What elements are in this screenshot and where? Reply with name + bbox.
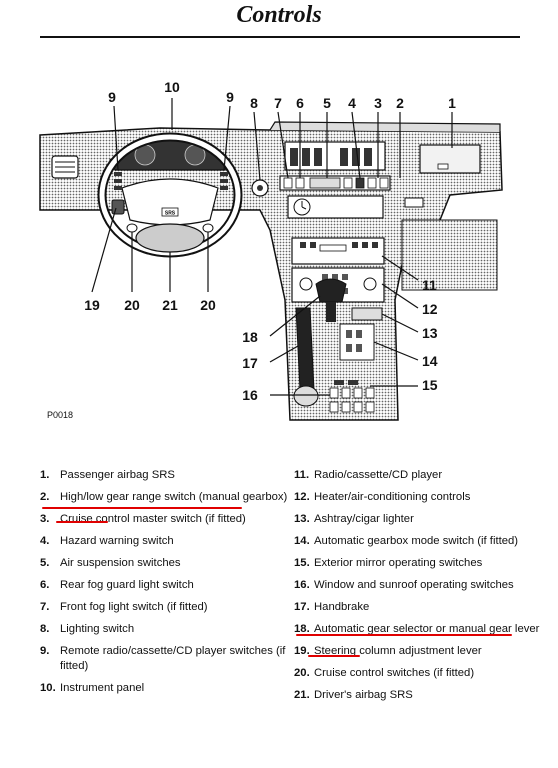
airbag-srs-badge: SRS [165,211,176,217]
callout-10: 10 [164,79,180,95]
red-underline-item-18-line1 [296,634,512,636]
callout-11: 11 [422,277,437,293]
dashboard-diagram: SRS [39,79,503,421]
callout-19: 19 [84,297,100,313]
legend-item-18: 18.Automatic gear selector or manual gea… [294,623,540,635]
cruise-switch-left [126,223,138,233]
legend-item-9: 9.Remote radio/cassette/CD player switch… [40,645,286,672]
ashtray [351,307,383,321]
callout-20-right: 20 [200,297,216,313]
callout-15: 15 [422,377,438,393]
legend-item-3: 3.Cruise control master switch (if fitte… [40,513,246,525]
title-rule [40,36,520,38]
cruise-switch-right [202,223,214,233]
wheel-remote-switches-right [220,172,228,190]
legend-item-14: 14.Automatic gearbox mode switch (if fit… [294,535,519,547]
airbag-pad [135,223,205,253]
figure-code: P0018 [47,410,74,420]
legend-item-16: 16.Window and sunroof operating switches [294,579,514,591]
legend-item-4: 4.Hazard warning switch [40,535,174,547]
legend-left-column: 1.Passenger airbag SRS 2.High/low gear r… [40,468,290,703]
callout-1: 1 [448,95,456,111]
callout-17: 17 [242,355,258,371]
callout-9-left: 9 [108,89,116,105]
callout-5: 5 [323,95,331,111]
legend-item-20: 20.Cruise control switches (if fitted) [294,667,475,679]
clock-display [287,195,384,219]
callout-2: 2 [396,95,404,111]
callout-12: 12 [422,301,438,317]
gear-range-switch [404,197,424,208]
legend-item-2: 2.High/low gear range switch (manual gea… [40,491,288,503]
callout-4: 4 [348,95,356,111]
legend-item-10: 10.Instrument panel [40,682,145,694]
mirror-switches [334,380,358,385]
legend-item-19: 19.Steering column adjustment lever [294,645,482,657]
legend-item-1: 1.Passenger airbag SRS [40,469,175,481]
callout-8: 8 [250,95,258,111]
legend-item-12: 12.Heater/air-conditioning controls [294,491,471,503]
callout-3: 3 [374,95,382,111]
legend-item-21: 21.Driver's airbag SRS [294,689,413,701]
legend-item-6: 6.Rear fog guard light switch [40,579,194,591]
legend-item-5: 5.Air suspension switches [40,557,181,569]
leader-lines [91,98,453,396]
passenger-airbag-door [419,144,481,174]
legend-item-17: 17.Handbrake [294,601,370,613]
callout-7: 7 [274,95,282,111]
callout-14: 14 [422,353,438,369]
red-underline-item-2-line1 [42,507,242,509]
legend-item-13: 13.Ashtray/cigar lighter [294,513,414,525]
callout-16: 16 [242,387,258,403]
legend-item-7: 7.Front fog light switch (if fitted) [40,601,208,613]
callout-6: 6 [296,95,304,111]
window-sunroof-switches [329,387,375,413]
steering-hub [121,178,219,226]
legend-item-11: 11.Radio/cassette/CD player [294,469,443,481]
gear-gate [339,323,375,361]
callout-13: 13 [422,325,438,341]
legend-right-column: 11.Radio/cassette/CD player 12.Heater/ai… [294,468,544,710]
wheel-remote-switches-left [114,172,122,190]
callout-20-left: 20 [124,297,140,313]
legend-item-8: 8.Lighting switch [40,623,135,635]
switch-row [283,177,389,189]
column-adjust-lever [111,199,125,215]
gear-selector-knob [315,278,347,303]
callout-21: 21 [162,297,178,313]
right-dash-pocket [401,219,498,291]
callout-18: 18 [242,329,258,345]
legend-item-15: 15.Exterior mirror operating switches [294,557,483,569]
callout-9-right: 9 [226,89,234,105]
red-underline-item-18-line2 [308,655,360,657]
page-title: Controls [236,2,322,28]
red-underline-item-2-line2 [56,521,108,523]
